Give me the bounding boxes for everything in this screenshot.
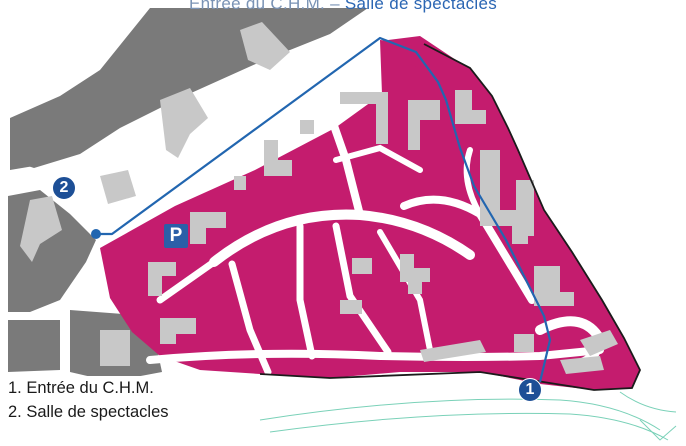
venue-marker[interactable]: 2: [52, 176, 76, 200]
campus-boundary: [259, 43, 641, 391]
entrance-marker[interactable]: 1: [518, 378, 542, 402]
route-start-dot: [91, 229, 101, 239]
route-path: [96, 36, 552, 383]
parking-marker[interactable]: P: [164, 224, 188, 248]
campus-buildings: [148, 90, 618, 374]
legend-item-venue: 2. Salle de spectacles: [8, 403, 169, 421]
page-title: Entrée du C.H.M. – Salle de spectacles: [188, 0, 498, 13]
map-legend: 1. Entrée du C.H.M. 2. Salle de spectacl…: [6, 376, 258, 436]
city-buildings: [20, 22, 290, 366]
campus-roads: [146, 116, 604, 376]
legend-item-entrance: 1. Entrée du C.H.M.: [8, 379, 154, 397]
waterway: [259, 391, 677, 441]
